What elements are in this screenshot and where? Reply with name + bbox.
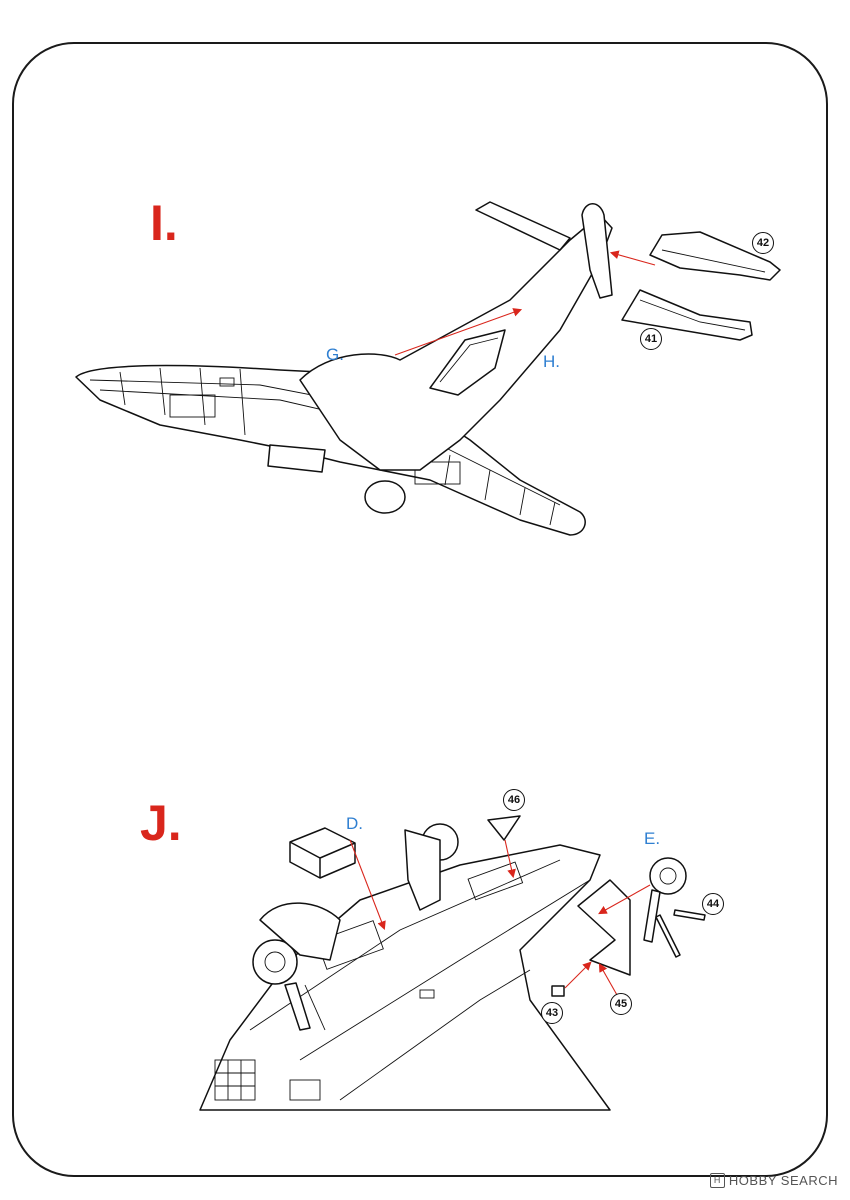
- arrow-45-to-door: [598, 963, 618, 996]
- grid-panel: [214, 1059, 256, 1101]
- right-gear-door: [404, 829, 441, 911]
- callout-g-label: G.: [326, 345, 344, 364]
- arrow-43-to-door: [564, 961, 592, 989]
- arrow-g-to-fuselage: [394, 308, 523, 356]
- fuselage: [299, 214, 613, 471]
- wing-rear-line: [339, 969, 531, 1101]
- step-j-label: J.: [140, 795, 182, 851]
- part-e-wheel-hub: [659, 867, 677, 885]
- wing-flap-bay: [267, 444, 326, 473]
- tail-stabilizer: [475, 201, 571, 251]
- hatch-panel: [289, 1079, 321, 1101]
- part-number-41: 41: [640, 328, 662, 350]
- part-d-cover: [289, 827, 356, 879]
- arrow-42-to-tail: [609, 250, 656, 266]
- arrow-e-to-door: [598, 884, 651, 915]
- part-number-44: 44: [702, 893, 724, 915]
- callout-d-label: D.: [346, 814, 363, 833]
- wing-panel-line: [299, 879, 591, 1061]
- part-number-46: 46: [503, 789, 525, 811]
- step-i-label: I.: [150, 195, 178, 251]
- part-42-hinge-line: [661, 249, 766, 273]
- callout-e-label: E.: [644, 829, 661, 848]
- watermark-text: HOBBY SEARCH: [728, 1173, 838, 1188]
- part-e-strut: [643, 889, 661, 943]
- part-number-42: 42: [752, 232, 774, 254]
- part-46-fairing: [487, 815, 521, 841]
- left-gear-strut: [284, 982, 311, 1031]
- part-number-43: 43: [541, 1002, 563, 1024]
- part-41-hinge-line: [639, 299, 746, 331]
- part-number-45: 45: [610, 993, 632, 1015]
- part-45-gear-door: [577, 879, 631, 976]
- part-41-stabilizer: [621, 289, 753, 341]
- hatch-small: [419, 989, 435, 999]
- left-wheel-hub: [264, 951, 286, 973]
- arrow-d-to-bay: [349, 839, 386, 931]
- part-43-block: [551, 985, 565, 997]
- part-e-side-strut: [655, 914, 681, 958]
- hobby-search-logo-icon: H: [709, 1173, 725, 1188]
- arrow-46-to-wing: [504, 839, 516, 879]
- tail-fin: [581, 203, 613, 299]
- cockpit-frame-line: [439, 337, 499, 383]
- wheel-bay-right: [467, 861, 524, 901]
- watermark: H HOBBY SEARCH: [709, 1173, 838, 1188]
- callout-h-label: H.: [543, 352, 560, 371]
- part-e-wheel: [649, 857, 687, 895]
- left-main-wheel: [252, 939, 298, 985]
- part-44-pin: [673, 909, 706, 921]
- propeller-spinner: [364, 480, 406, 514]
- left-gear-cover: [259, 902, 341, 961]
- left-gear-brace: [304, 984, 326, 1031]
- cockpit-opening: [429, 329, 506, 396]
- page-frame: [12, 42, 828, 1177]
